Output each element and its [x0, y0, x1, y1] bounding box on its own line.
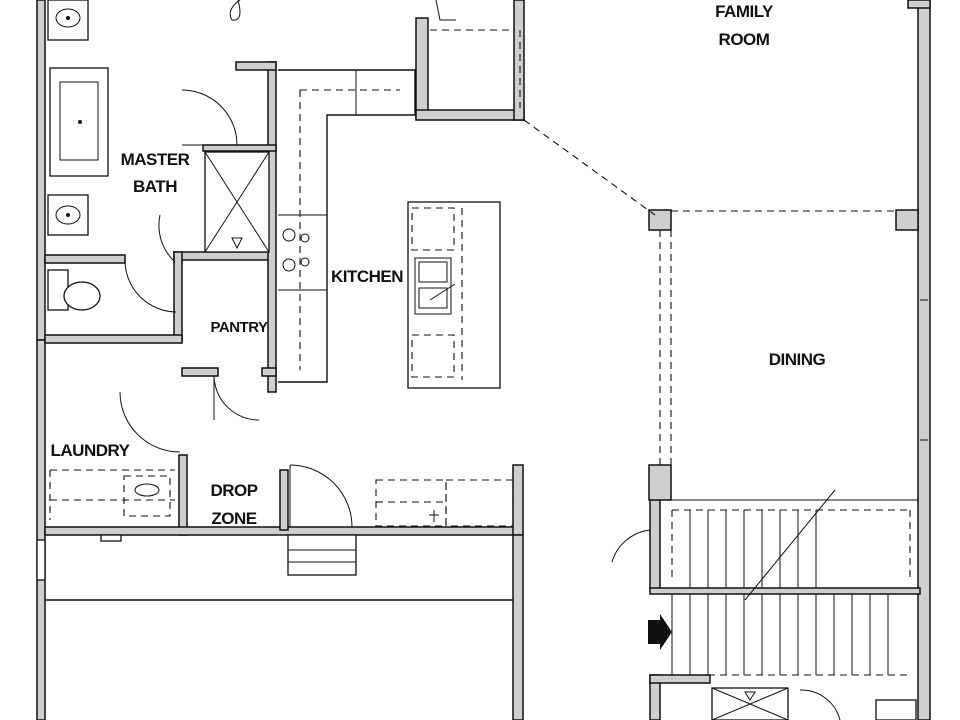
master-bath-label-line2: BATH: [133, 177, 177, 196]
master-bath-label-line1: MASTER: [121, 150, 190, 169]
stairs: [611, 489, 911, 676]
sink-icon: [55, 8, 81, 28]
drop-zone-label-line2: ZONE: [211, 509, 256, 528]
entry-arrow-icon: [648, 614, 672, 650]
pantry-door: [213, 375, 260, 421]
garage: [36, 539, 513, 601]
pantry-label: PANTRY: [211, 319, 268, 336]
family-room-label-line2: ROOM: [719, 30, 770, 49]
dining-lines: [659, 230, 928, 501]
drop-zone-label-line1: DROP: [210, 481, 257, 500]
dining-label: DINING: [769, 350, 826, 369]
family-room-label-line1: FAMILY: [715, 2, 774, 21]
drop-zone-fixtures: [287, 464, 514, 576]
laundry-fixtures: [49, 391, 181, 542]
family-room-lines: [229, 0, 896, 216]
toilet-icon: [47, 269, 101, 311]
laundry-label: LAUNDRY: [51, 441, 131, 460]
kitchen-label: KITCHEN: [331, 267, 403, 286]
cooktop-icon: [282, 228, 310, 272]
washer-dryer-icon: [123, 475, 171, 517]
walls: [36, 0, 931, 720]
shower-icon: [204, 151, 270, 253]
lower-bath: [711, 687, 917, 720]
kitchen-fixtures: [278, 69, 501, 389]
master-bath-fixtures: [47, 0, 270, 313]
